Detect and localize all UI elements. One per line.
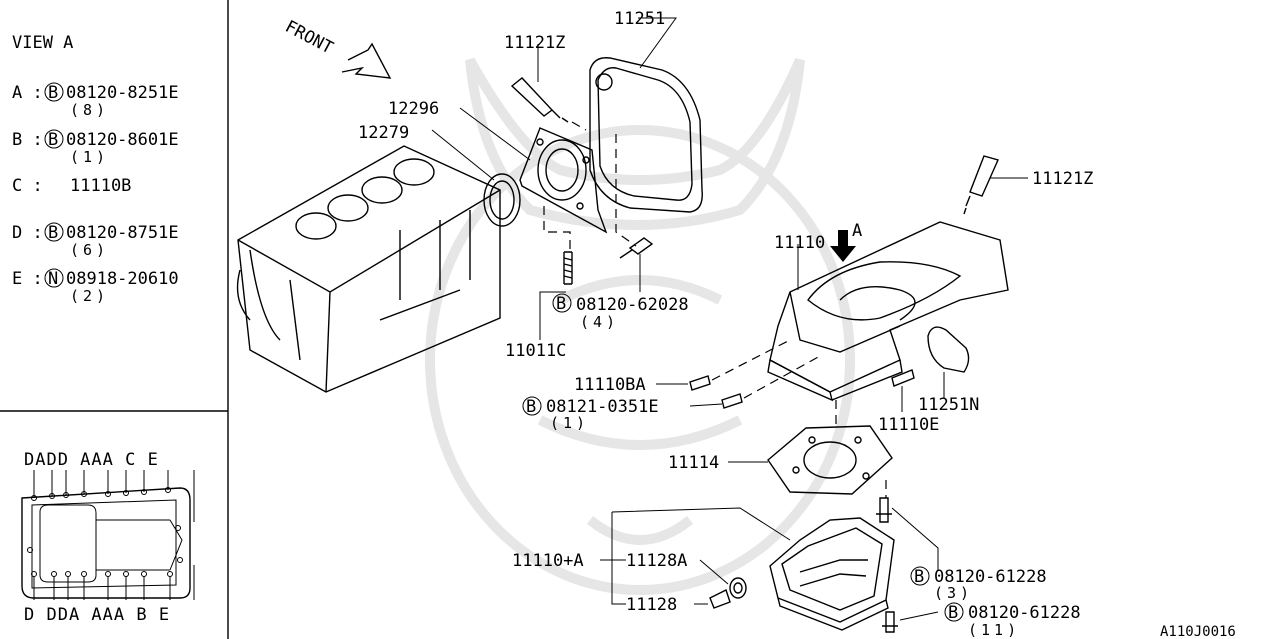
- qty-08120-61228-b: (11): [968, 621, 1020, 639]
- front-direction: FRONT: [282, 17, 392, 79]
- legend-part-c: 11110B: [70, 176, 131, 196]
- legend-qty-e: (2): [70, 287, 109, 305]
- legend-key-e: E :: [12, 269, 43, 289]
- front-label: FRONT: [282, 17, 337, 59]
- label-11110a: 11110+A: [512, 551, 584, 571]
- label-11110e: 11110E: [878, 415, 939, 435]
- legend-symbol-b: B: [48, 130, 58, 150]
- label-11121z-top: 11121Z: [504, 33, 565, 53]
- qty-08120-62028: (4): [580, 313, 619, 331]
- bolt-symbol-icon: [44, 222, 64, 242]
- bolt-symbol-icon: [522, 396, 542, 416]
- legend-symbol-d: B: [48, 223, 58, 243]
- symbol-61228b: B: [948, 603, 958, 623]
- arrow-down-icon: [830, 230, 856, 262]
- view-a-pan-outline: [21, 487, 191, 599]
- label-11114: 11114: [668, 453, 719, 473]
- legend-symbol-a: B: [48, 83, 58, 103]
- upper-oil-pan-drawing: [767, 221, 1009, 402]
- legend-part-d: 08120-8751E: [66, 223, 179, 243]
- symbol-61228a: B: [914, 567, 924, 587]
- qty-08120-61228-a: (3): [934, 584, 973, 602]
- bolt-symbol-icon: [44, 129, 64, 149]
- label-08120-62028: 08120-62028: [576, 295, 689, 315]
- legend-part-e: 08918-20610: [66, 269, 179, 289]
- label-11011c: 11011C: [505, 341, 566, 361]
- leader-lines: [431, 17, 1028, 621]
- label-11251n: 11251N: [918, 395, 979, 415]
- legend-key-a: A :: [12, 83, 43, 103]
- legend-part-b: 08120-8601E: [66, 130, 179, 150]
- label-12296: 12296: [388, 99, 439, 119]
- label-11128a: 11128A: [626, 551, 687, 571]
- baffle-cover-drawing: [927, 326, 970, 373]
- seal-retainer-drawing: [519, 127, 608, 234]
- legend-qty-d: (6): [70, 241, 109, 259]
- qty-08121-0351e: (1): [550, 414, 589, 432]
- label-08120-61228-a: 08120-61228: [934, 567, 1047, 587]
- engine-block-drawing: [236, 145, 501, 393]
- bolt-symbol-icon: [552, 293, 572, 313]
- front-arrow-icon: [341, 42, 392, 79]
- bolt-62028-drawing: [619, 237, 654, 259]
- watermark-graphic: [425, 57, 855, 595]
- legend-key-b: B :: [12, 130, 43, 150]
- view-a-arrow: A: [830, 221, 862, 262]
- drain-plug-drawing: [709, 577, 747, 609]
- footer-code: A110J0016: [1160, 624, 1236, 639]
- view-a-top-letters: DADD AAA C E: [24, 450, 159, 470]
- label-11251: 11251: [614, 9, 665, 29]
- label-12279: 12279: [358, 123, 409, 143]
- label-11110: 11110: [774, 233, 825, 253]
- view-a-bottom-letters: D DDA AAA B E: [24, 605, 170, 625]
- pan-bolts-lower-drawing: [876, 497, 898, 633]
- small-bolts-drawing: [689, 369, 915, 409]
- oil-seal-drawing: [483, 173, 521, 227]
- view-a-inset: DADD AAA C E D DDA AAA B E: [21, 450, 195, 625]
- sealant-tube-right-icon: [963, 155, 999, 215]
- legend-symbol-e: N: [48, 269, 58, 289]
- symbol-0351e: B: [526, 397, 536, 417]
- sealant-tube-top-icon: [510, 77, 569, 123]
- assembly-lines: [543, 121, 887, 498]
- label-11110ba: 11110BA: [574, 375, 646, 395]
- symbol-62028: B: [556, 294, 566, 314]
- legend-qty-b: (1): [70, 148, 109, 166]
- lower-oil-pan-drawing: [769, 517, 895, 631]
- oil-strainer-gasket-drawing: [767, 425, 893, 495]
- label-11121z-right: 11121Z: [1032, 169, 1093, 189]
- legend-title: VIEW A: [12, 33, 73, 53]
- label-11128: 11128: [626, 595, 677, 615]
- legend-key-d: D :: [12, 223, 43, 243]
- label-08120-61228-b: 08120-61228: [968, 603, 1081, 623]
- legend-qty-a: (8): [70, 101, 109, 119]
- bolt-symbol-icon: [944, 602, 964, 622]
- legend-key-c: C :: [12, 176, 43, 196]
- rear-plate-gasket-drawing: [589, 57, 703, 213]
- view-a-arrow-label: A: [852, 221, 862, 241]
- bolt-symbol-icon: [44, 82, 64, 102]
- stud-drawing: [563, 251, 573, 285]
- legend-part-a: 08120-8251E: [66, 83, 179, 103]
- nut-symbol-icon: [44, 268, 64, 288]
- legend: VIEW A A : B 08120-8251E (8) B : B 08120…: [12, 33, 179, 305]
- bolt-symbol-icon: [910, 566, 930, 586]
- label-08121-0351e: 08121-0351E: [546, 397, 659, 417]
